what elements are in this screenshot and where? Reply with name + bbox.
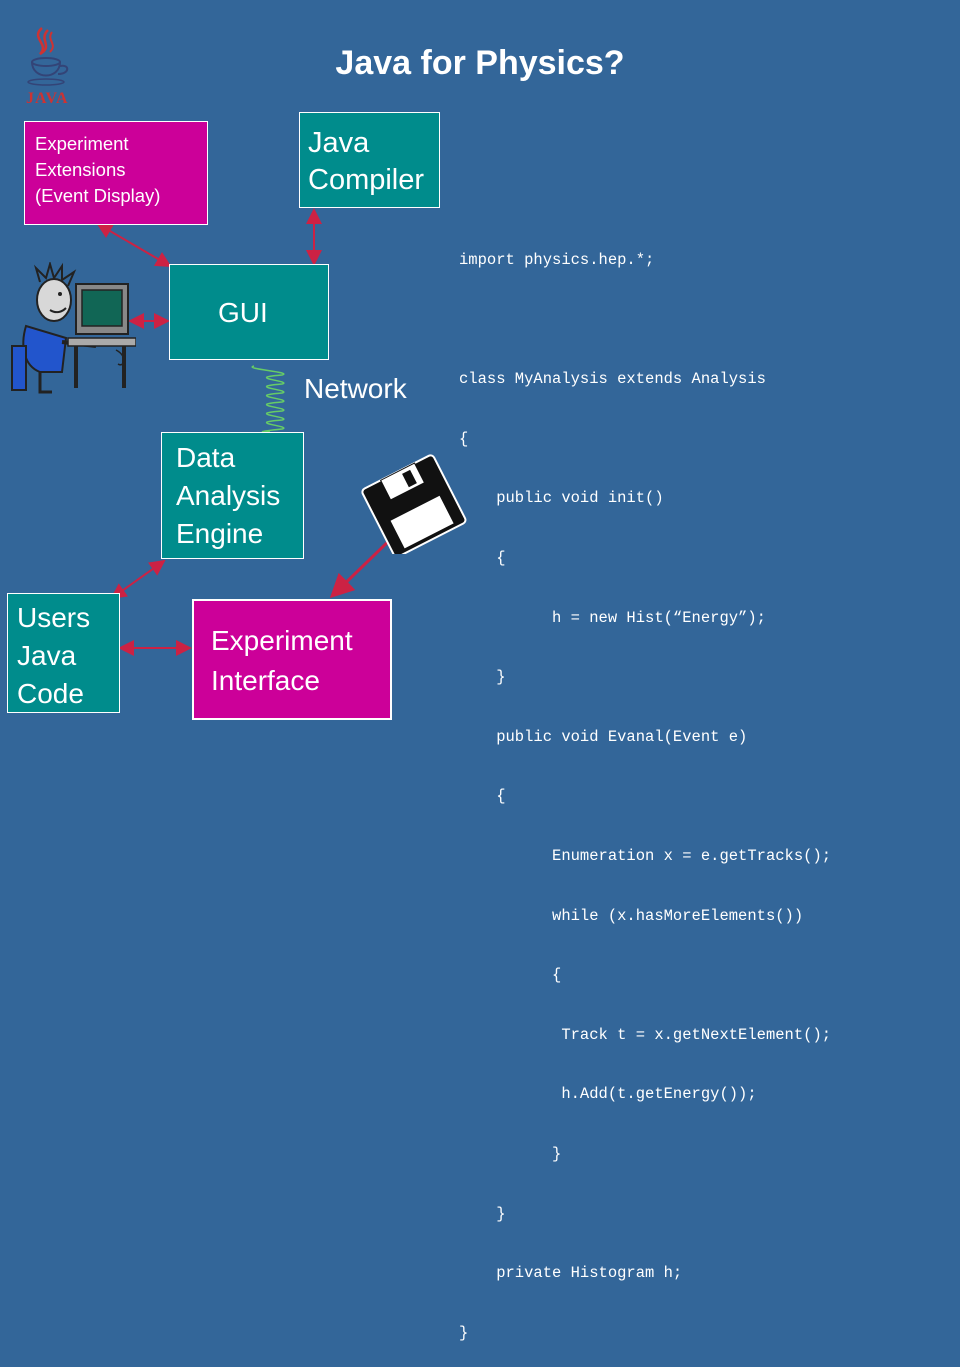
network-coil	[251, 365, 285, 433]
engine-line-1: Data	[176, 442, 236, 473]
extensions-line-2: Extensions	[35, 159, 126, 180]
arrow-engine-userscode	[110, 559, 166, 600]
arrow-extensions-gui	[96, 222, 172, 268]
userscode-line-1: Users	[17, 602, 91, 633]
arrow-disk-interface	[329, 533, 397, 599]
experiment-interface-box: Experiment Interface	[192, 599, 392, 720]
code-line: private Histogram h;	[459, 1264, 683, 1283]
code-line: }	[459, 668, 506, 687]
experiment-extensions-box: Experiment Extensions (Event Display)	[24, 121, 208, 225]
data-analysis-engine-box: Data Analysis Engine	[161, 432, 304, 559]
code-line: }	[459, 1144, 562, 1163]
gui-box: GUI	[169, 264, 329, 360]
extensions-line-1: Experiment	[35, 133, 129, 154]
userscode-line-3: Code	[17, 678, 84, 709]
code-line: Track t = x.getNextElement();	[459, 1025, 832, 1044]
code-line: class MyAnalysis extends Analysis	[459, 370, 766, 389]
connector-lines	[96, 208, 397, 656]
code-line: Enumeration x = e.getTracks();	[459, 846, 832, 865]
code-line: }	[459, 1323, 469, 1342]
java-logo: JAVA	[20, 20, 80, 110]
engine-line-3: Engine	[176, 518, 264, 549]
code-line: {	[459, 429, 469, 448]
code-line: }	[459, 1204, 506, 1223]
code-line	[459, 312, 831, 338]
gui-label: GUI	[218, 297, 268, 328]
code-listing: import physics.hep.*; class MyAnalysis e…	[459, 218, 831, 1367]
engine-line-2: Analysis	[176, 480, 281, 511]
page-title: Java for Physics?	[335, 44, 625, 82]
code-line: import physics.hep.*;	[459, 251, 655, 269]
code-line: h = new Hist(“Energy”);	[459, 608, 766, 627]
userscode-line-2: Java	[17, 640, 77, 671]
code-line: public void init()	[459, 489, 664, 508]
code-line: {	[459, 548, 506, 567]
floppy-disk-icon	[350, 450, 476, 558]
code-line: public void Evanal(Event e)	[459, 727, 748, 746]
compiler-line-2: Compiler	[308, 164, 425, 196]
person-at-computer-icon	[0, 260, 137, 398]
network-label: Network	[304, 373, 407, 404]
users-java-code-box: Users Java Code	[7, 593, 120, 713]
code-line: while (x.hasMoreElements())	[459, 906, 804, 925]
java-logo-text: JAVA	[26, 90, 69, 107]
interface-line-2: Interface	[211, 665, 320, 696]
code-line: h.Add(t.getEnergy());	[459, 1085, 757, 1104]
interface-line-1: Experiment	[211, 625, 353, 656]
code-line: {	[459, 966, 562, 985]
code-line: {	[459, 787, 506, 806]
extensions-line-3: (Event Display)	[35, 185, 161, 206]
java-compiler-box: Java Compiler	[299, 112, 440, 208]
compiler-line-1: Java	[308, 127, 370, 159]
